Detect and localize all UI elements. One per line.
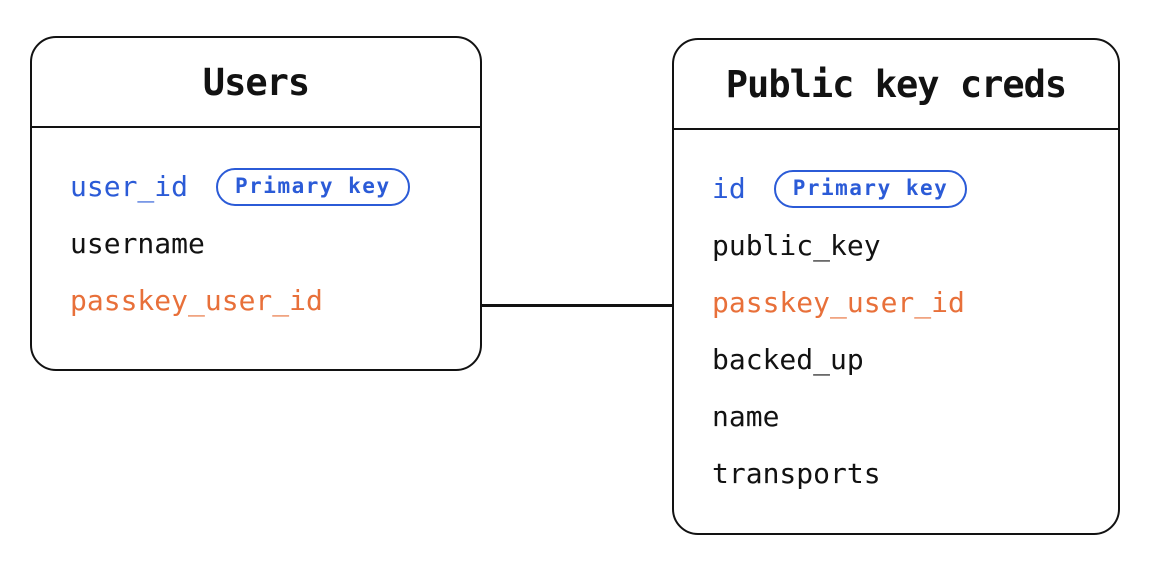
field-name: id <box>712 171 746 205</box>
field-name: public_key <box>712 228 881 262</box>
primary-key-badge: Primary key <box>216 167 410 206</box>
field-row-transports: transports <box>712 445 1118 502</box>
field-row-name: name <box>712 388 1118 445</box>
entity-users: Users user_id Primary key username passk… <box>30 36 482 371</box>
field-name: user_id <box>70 169 189 203</box>
field-name: transports <box>712 456 881 490</box>
field-name: name <box>712 399 780 433</box>
entity-users-body: user_id Primary key username passkey_use… <box>32 128 480 329</box>
primary-key-badge: Primary key <box>773 169 968 208</box>
entity-public-key-creds-body: id Primary key public_key passkey_user_i… <box>674 130 1118 502</box>
field-row-passkey-user-id: passkey_user_id <box>70 272 480 329</box>
field-row-public-key: public_key <box>712 217 1118 274</box>
field-row-user-id: user_id Primary key <box>70 158 480 215</box>
entity-public-key-creds: Public key creds id Primary key public_k… <box>672 38 1120 535</box>
field-name: passkey_user_id <box>712 285 965 319</box>
field-row-username: username <box>70 215 480 272</box>
field-row-id: id Primary key <box>712 160 1118 217</box>
entity-title: Users <box>202 60 310 104</box>
entity-title: Public key creds <box>725 62 1067 106</box>
entity-users-header: Users <box>32 38 480 128</box>
relationship-connector-line <box>482 304 672 307</box>
field-name: backed_up <box>712 342 864 376</box>
entity-public-key-creds-header: Public key creds <box>674 40 1118 130</box>
field-row-backed-up: backed_up <box>712 331 1118 388</box>
field-name: passkey_user_id <box>70 283 323 317</box>
field-name: username <box>70 226 205 260</box>
field-row-passkey-user-id: passkey_user_id <box>712 274 1118 331</box>
